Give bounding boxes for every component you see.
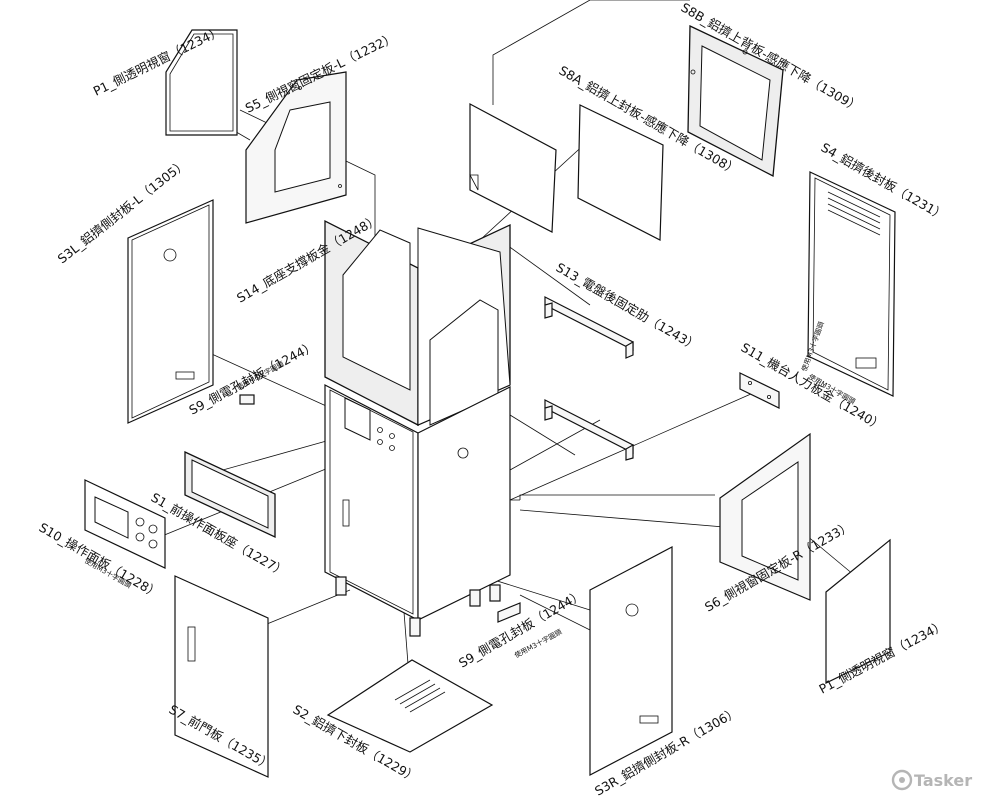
part-s9-cover-left bbox=[239, 394, 255, 405]
part-s8a-top-cover-panel bbox=[577, 104, 664, 241]
part-s10-operating-panel bbox=[84, 479, 166, 569]
part-rear-top-plate bbox=[469, 102, 557, 233]
part-s9-cover-right bbox=[497, 602, 521, 623]
part-p1-side-window-bottom bbox=[825, 538, 891, 684]
part-s4-rear-panel bbox=[807, 171, 896, 397]
part-s5-window-frame-left bbox=[245, 71, 347, 224]
part-p1-side-window-top bbox=[165, 29, 238, 136]
part-s3r-side-panel-right bbox=[589, 546, 673, 776]
part-s7-front-door bbox=[174, 575, 269, 778]
part-s13-rear-bracket-2 bbox=[544, 399, 634, 461]
part-s6-window-frame-right bbox=[719, 432, 811, 601]
part-main-cabinet bbox=[324, 219, 511, 637]
part-s11-plate bbox=[739, 372, 780, 409]
watermark: Tasker bbox=[891, 769, 972, 791]
part-s1-front-panel-seat bbox=[184, 450, 276, 539]
part-s8b-top-back-panel bbox=[687, 24, 784, 178]
part-s2-bottom-plate bbox=[326, 659, 494, 753]
part-s3l-side-panel-left bbox=[127, 199, 214, 424]
gear-icon bbox=[891, 769, 913, 791]
part-s13-rear-bracket-1 bbox=[544, 296, 634, 359]
watermark-text: Tasker bbox=[914, 771, 972, 790]
